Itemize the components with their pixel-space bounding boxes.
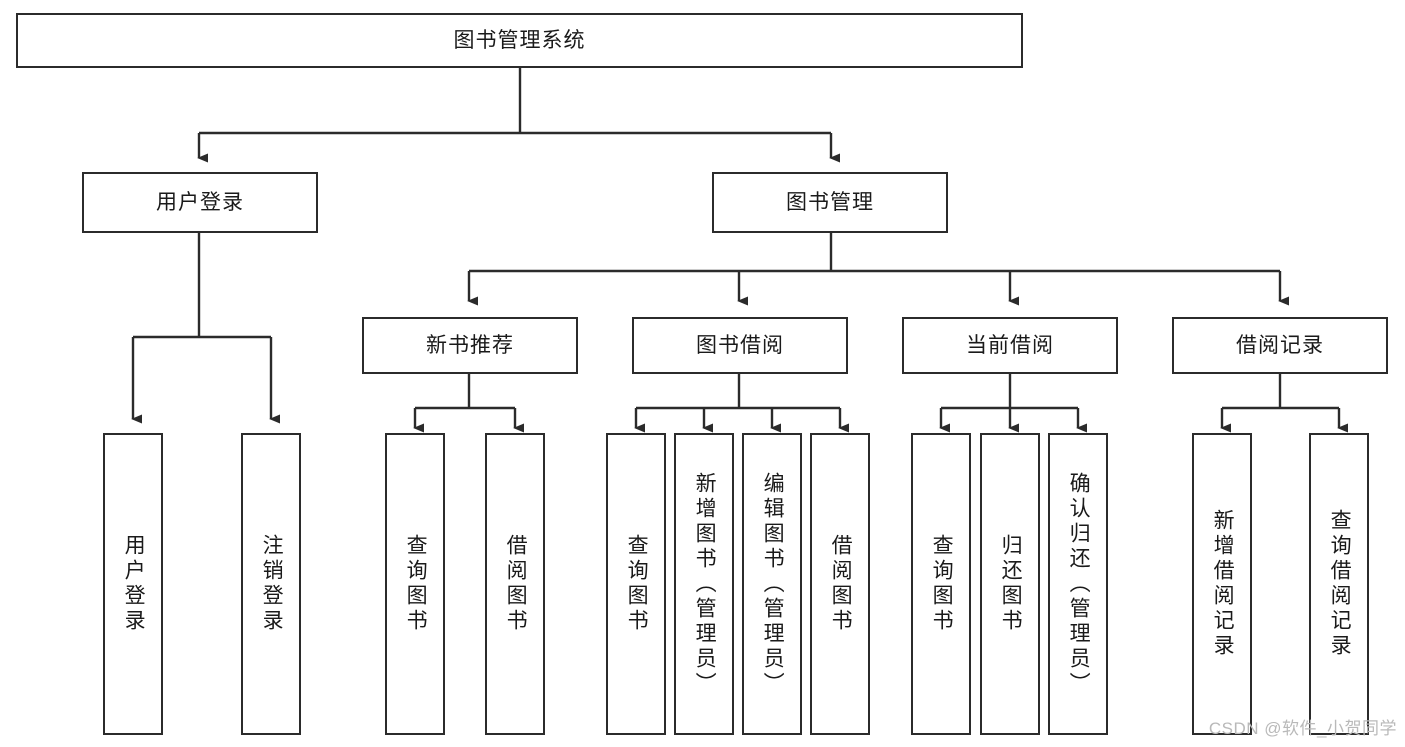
leaf-bb-edit-book[interactable]: 编辑图书（管理员）	[742, 433, 802, 735]
leaf-bb-borrow-book[interactable]: 借阅图书	[810, 433, 870, 735]
node-borrow-record-label: 借阅记录	[1236, 333, 1324, 357]
node-book-management-label: 图书管理	[786, 190, 874, 214]
leaf-nb-query-book-label: 查询图书	[404, 534, 428, 634]
node-borrow-record[interactable]: 借阅记录	[1172, 317, 1388, 374]
leaf-bb-query-book[interactable]: 查询图书	[606, 433, 666, 735]
leaf-br-query-record[interactable]: 查询借阅记录	[1309, 433, 1369, 735]
leaf-bb-add-book[interactable]: 新增图书（管理员）	[674, 433, 734, 735]
leaf-user-login-label: 用户登录	[122, 534, 146, 634]
node-root-label: 图书管理系统	[453, 28, 586, 52]
node-current-borrow-label: 当前借阅	[966, 333, 1054, 357]
leaf-br-add-record[interactable]: 新增借阅记录	[1192, 433, 1252, 735]
leaf-br-add-record-label: 新增借阅记录	[1211, 509, 1235, 659]
leaf-user-login[interactable]: 用户登录	[103, 433, 163, 735]
leaf-cb-confirm-return-label: 确认归还（管理员）	[1067, 471, 1091, 697]
node-root[interactable]: 图书管理系统	[16, 13, 1023, 68]
node-current-borrow[interactable]: 当前借阅	[902, 317, 1118, 374]
leaf-nb-borrow-book[interactable]: 借阅图书	[485, 433, 545, 735]
leaf-user-logout-label: 注销登录	[260, 534, 284, 634]
node-book-management[interactable]: 图书管理	[712, 172, 948, 233]
leaf-cb-query-book-label: 查询图书	[930, 534, 954, 634]
leaf-cb-return-book[interactable]: 归还图书	[980, 433, 1040, 735]
leaf-cb-return-book-label: 归还图书	[999, 534, 1023, 634]
leaf-nb-query-book[interactable]: 查询图书	[385, 433, 445, 735]
leaf-user-logout[interactable]: 注销登录	[241, 433, 301, 735]
node-user-login-label: 用户登录	[156, 190, 244, 214]
leaf-cb-confirm-return[interactable]: 确认归还（管理员）	[1048, 433, 1108, 735]
node-user-login[interactable]: 用户登录	[82, 172, 318, 233]
node-new-book-recommend-label: 新书推荐	[426, 333, 514, 357]
leaf-bb-query-book-label: 查询图书	[625, 534, 649, 634]
leaf-nb-borrow-book-label: 借阅图书	[504, 534, 528, 634]
leaf-cb-query-book[interactable]: 查询图书	[911, 433, 971, 735]
node-book-borrow-label: 图书借阅	[696, 333, 784, 357]
leaf-br-query-record-label: 查询借阅记录	[1328, 509, 1352, 659]
leaf-bb-borrow-book-label: 借阅图书	[829, 534, 853, 634]
node-new-book-recommend[interactable]: 新书推荐	[362, 317, 578, 374]
node-book-borrow[interactable]: 图书借阅	[632, 317, 848, 374]
leaf-bb-add-book-label: 新增图书（管理员）	[693, 471, 717, 697]
leaf-bb-edit-book-label: 编辑图书（管理员）	[761, 471, 785, 697]
